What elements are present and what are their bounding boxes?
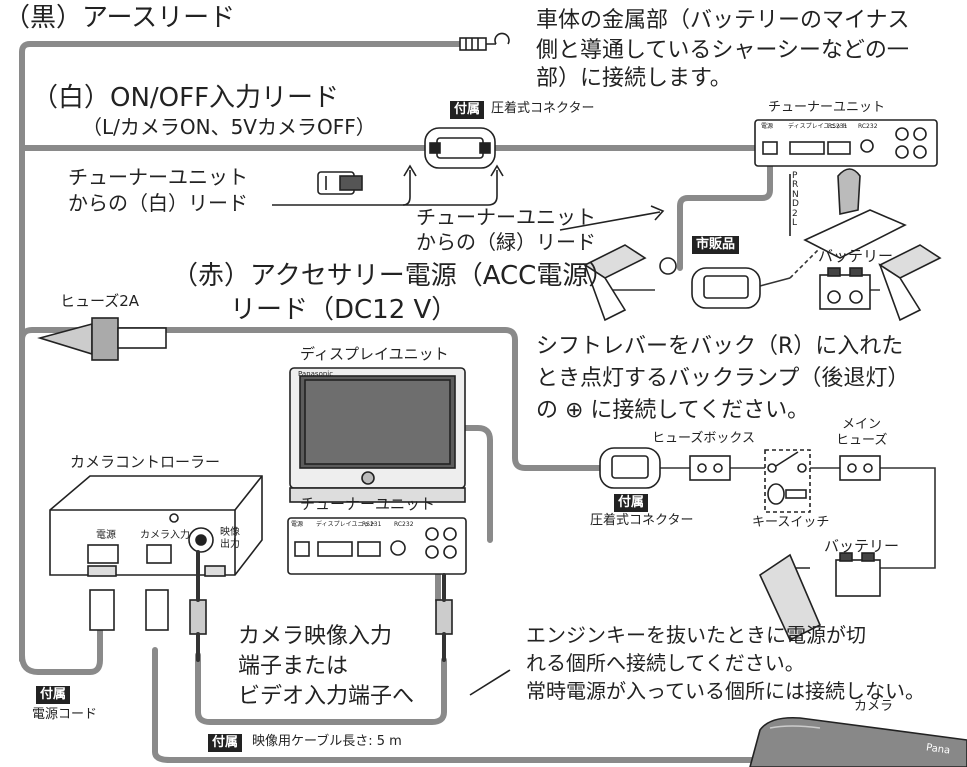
fuse-box-label: ヒューズボックス (652, 431, 755, 446)
camera-cable (152, 647, 763, 763)
engine-note-line1: エンジンキーを抜いたときに電源が切 (526, 623, 866, 647)
ground-note-line3: 部）に接続します。 (536, 66, 732, 91)
acc-circuit (599, 447, 881, 642)
display-unit-icon (289, 367, 466, 503)
fuse-holder-icon (37, 317, 167, 361)
camera-controller-label: カメラコントローラー (70, 453, 221, 471)
ground-note-line2: 側と導通しているシャーシーなどの一 (536, 38, 909, 63)
camera-label: カメラ (854, 699, 894, 714)
reverse-circuit (583, 244, 942, 322)
panel-power-label: 電源 (291, 521, 304, 528)
onoff-lead-label: （白）ON/OFF入力リード (32, 83, 340, 113)
panel-rc-top-label: RC232 (858, 123, 878, 130)
engine-note-line3: 常時電源が入っている個所には接続しない。 (526, 679, 925, 703)
white-lead-plug-icon (317, 171, 363, 195)
included-badge-mid: 付属 (614, 494, 649, 512)
tuner-white-lead-line2: からの（白）リード (68, 191, 248, 215)
ground-terminal-icon (459, 32, 510, 51)
panel-display-label: ディスプレイユニット (316, 521, 376, 528)
video-out-port-line1: 映像 (220, 527, 240, 538)
acc-circuit-wire (660, 467, 936, 569)
tuner-unit-mid-icon (287, 517, 467, 575)
reverse-note-line1: シフトレバーをバック（R）に入れた (536, 334, 904, 359)
tuner-unit-top-icon (754, 119, 938, 167)
acc-lead-sublabel: リード（DC12 V） (230, 295, 458, 325)
panel-rs-top-label: RS231 (828, 123, 848, 130)
ground-cable (19, 41, 463, 663)
shift-letters-label: P R N D 2 L (792, 171, 799, 229)
power-cord-label: 電源コード (32, 707, 98, 722)
engine-note-line2: れる個所へ接続してください。 (526, 651, 805, 675)
tuner-unit-top-label: チューナーユニット (768, 100, 886, 115)
battery-bottom-label: バッテリー (824, 537, 900, 555)
tuner-white-lead-line1: チューナーユニット (68, 165, 248, 189)
onoff-lead-sublabel: （L/カメラON、5VカメラOFF） (82, 115, 376, 139)
camera-icon (749, 716, 967, 767)
reverse-note-line3: の ⊕ に接続してください。 (536, 398, 810, 423)
ground-lead-label: （黒）アースリード (4, 3, 236, 33)
display-brand-label: Panasonic (298, 370, 334, 378)
acc-cable (19, 327, 603, 663)
panel-rs-label: RS231 (362, 521, 382, 528)
key-switch-label: キースイッチ (752, 515, 830, 530)
main-fuse-line1: メイン (842, 417, 882, 432)
tuner-green-lead-line1: チューナーユニット (416, 205, 596, 229)
acc-lead-label: （赤）アクセサリー電源（ACC電源） (172, 261, 615, 291)
crimp-connector-icon (424, 127, 496, 169)
video-input-line1: カメラ映像入力 (238, 624, 393, 649)
crimp-connector-mid-label: 圧着式コネクター (590, 513, 694, 528)
shift-lever-icon (789, 168, 907, 259)
plug-icons (89, 589, 453, 635)
included-badge: 付属 (450, 101, 485, 119)
ground-note-line1: 車体の金属部（バッテリーのマイナス (536, 8, 910, 33)
video-input-line3: ビデオ入力端子へ (238, 684, 415, 709)
tuner-unit-mid-label: チューナーユニット (300, 495, 436, 513)
video-cable-out (195, 652, 447, 725)
fuse-label: ヒューズ2A (60, 292, 140, 310)
power-port-label: 電源 (96, 530, 116, 541)
video-input-line2: 端子または (238, 654, 349, 679)
included-badge-video: 付属 (208, 734, 243, 752)
camera-controller-icon (49, 475, 263, 577)
green-cable (677, 145, 773, 271)
battery-top-label: バッテリー (818, 247, 894, 265)
video-cable-label: 映像用ケーブル長さ: 5 m (252, 734, 402, 749)
display-unit-label: ディスプレイユニット (300, 345, 449, 363)
included-badge-power: 付属 (36, 686, 71, 704)
panel-rc-label: RC232 (394, 521, 414, 528)
panel-power-top-label: 電源 (761, 123, 774, 130)
panel-display-top-label: ディスプレイユニット (788, 123, 848, 130)
tuner-green-lead-line2: からの（緑）リード (416, 230, 596, 254)
main-fuse-line2: ヒューズ (836, 433, 888, 448)
video-out-port-line2: 出力 (220, 539, 240, 550)
camera-input-port-label: カメラ入力 (140, 530, 190, 541)
crimp-connector-label: 圧着式コネクター (491, 101, 595, 116)
power-cord (19, 617, 103, 675)
commercial-badge: 市販品 (692, 236, 740, 254)
reverse-note-line2: とき点灯するバックランプ（後退灯） (536, 366, 910, 391)
